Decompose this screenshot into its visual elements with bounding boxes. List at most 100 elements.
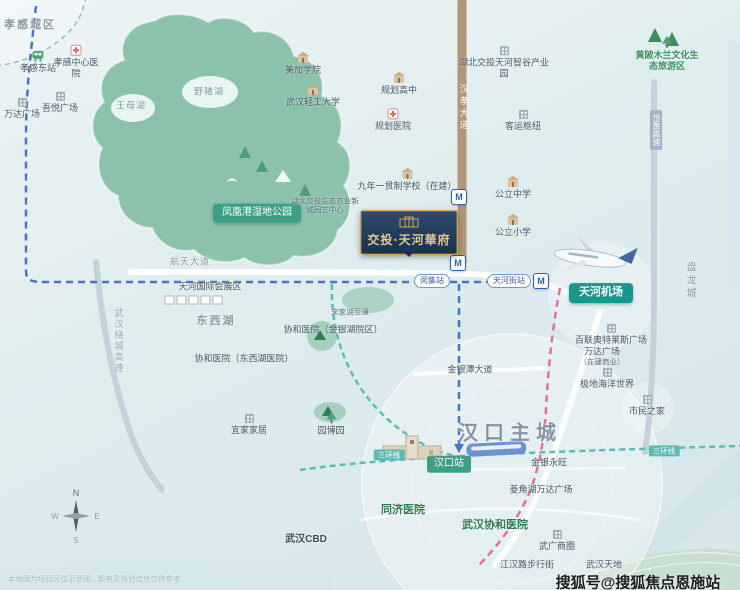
sohu-watermark-text: 搜狐号@搜狐焦点恩施站 — [555, 574, 721, 590]
metro-logo: M — [533, 273, 549, 289]
road-daihuang-expressway-text: 岱黄高速 — [652, 114, 661, 146]
road-raocheng-expressway: 武汉绕城高速 — [112, 308, 124, 374]
poi-wuyue-plaza: 吾悦广场 — [42, 90, 78, 114]
disclaimer-text-text: 本地图为项目区位示意图，距离及规划信息仅供参考 — [8, 574, 181, 584]
poi-jinyin-aeon-text: 金银永旺 — [530, 457, 568, 468]
poi-xiehe-jinyinhu-text: 协和医院（金银湖院区） — [283, 324, 383, 335]
school-icon — [306, 83, 320, 96]
station-minji[interactable]: 闵集站 — [414, 274, 450, 288]
poi-fenghuanggang-wetland-park[interactable]: 凤凰港湿地公园 — [213, 203, 301, 223]
road-jinyintan-avenue-text: 金银潭大道 — [447, 364, 493, 375]
area-panlongcheng-text: 盘龙城 — [684, 261, 696, 301]
poi-meijia-college: 美加学院 — [285, 51, 321, 76]
xiaogan-boundary — [0, 0, 86, 67]
school-icon — [506, 175, 520, 188]
river-bands — [0, 40, 740, 590]
lake-wangmu-text: 王母湖 — [115, 100, 147, 111]
poi-jinyin-aeon: 金银永旺 — [531, 457, 567, 468]
poi-jianghan-road: 江汉路步行街 — [500, 559, 554, 570]
poi-polar-ocean-world-text: 极地海洋世界 — [579, 378, 635, 389]
poi-public-primary-school: 公立小学 — [494, 213, 532, 238]
poi-tianhe-expo-area-text: 天河国际会展区 — [178, 281, 242, 292]
building-icon — [15, 96, 28, 108]
property-marker[interactable]: 交投·天河華府 — [360, 210, 458, 257]
building-icon — [604, 322, 617, 334]
poi-fenghuanggang-wetland-park-text: 凤凰港湿地公园 — [222, 206, 292, 218]
poi-ikea: 宜家家居 — [231, 412, 267, 436]
rail-line-blue — [24, 5, 548, 444]
area-mulan-eco-tourism-text: 黄陂木兰文化生态旅游区 — [635, 49, 699, 71]
road-hangtian-avenue: 航天大道 — [170, 256, 210, 267]
poi-jianghan-road-text: 江汉路步行街 — [499, 559, 555, 570]
poi-tongji-hospital: 同济医院 — [381, 503, 425, 517]
station-hankou[interactable]: 汉口站 — [427, 455, 471, 473]
school-icon — [506, 213, 520, 226]
poi-public-primary-school-text: 公立小学 — [494, 226, 532, 237]
area-hankou-main-city: 汉口主城 — [458, 422, 562, 447]
area-wuhan-cbd-text: 武汉CBD — [285, 533, 327, 545]
metro-logo: M — [450, 255, 466, 271]
poi-xiaogan-central-hospital-text: 孝感中心医院 — [53, 57, 99, 79]
poi-xiehe-dongxihu-text: 协和医院（东西湖医院） — [194, 353, 294, 364]
poi-wuhan-tiandi: 武汉天地 — [586, 559, 622, 570]
poi-planned-hospital-text: 规划医院 — [374, 120, 412, 131]
poi-wuguang-district: 武广商圈 — [539, 528, 575, 552]
metro-logo-letter: M — [537, 276, 545, 286]
building-icon — [498, 44, 511, 56]
poi-wuhan-xiehe-hospital: 武汉协和医院 — [462, 518, 528, 532]
poi-xiaogan-east-station-text: 孝感东站 — [19, 62, 57, 73]
compass: N W E S — [50, 486, 102, 551]
poi-nine-year-school-text: 九年一贯制学校（在建） — [357, 180, 457, 191]
train-icon — [31, 50, 45, 62]
white-roads — [127, 269, 642, 568]
poi-lingjiaohu-wanda: 菱角湖万达广场 — [509, 484, 572, 495]
road-daihuang-expressway: 岱黄高速 — [650, 110, 662, 150]
poi-tongji-hospital-text: 同济医院 — [381, 503, 425, 517]
poi-citizens-home: 市民之家 — [629, 393, 665, 417]
expo-center-buildings — [164, 295, 223, 305]
metro-logo: M — [451, 189, 467, 205]
poi-bailian-outlets-text: 百联奥特莱斯广场 — [574, 334, 648, 345]
station-hankou-text: 汉口站 — [434, 457, 464, 469]
school-icon — [296, 51, 310, 64]
poi-passenger-hub-text: 客运枢纽 — [504, 120, 542, 131]
compass-s: S — [73, 536, 78, 545]
poi-planned-highschool: 规划高中 — [380, 71, 418, 96]
area-dongxihu: 东西湖 — [197, 315, 236, 329]
poi-tianhe-airport-text: 天河机场 — [579, 286, 623, 299]
building-icon — [516, 108, 529, 120]
area-panlongcheng: 盘龙城 — [683, 261, 696, 301]
poi-ikea-text: 宜家家居 — [230, 424, 268, 435]
poi-wuhan-xiehe-hospital-text: 武汉协和医院 — [462, 518, 528, 532]
building-icon — [53, 90, 66, 102]
poi-xiaogan-east-station: 孝感东站 — [20, 50, 56, 74]
poi-zhigu-industry-park-text: 湖北交投天河智谷产业园 — [458, 57, 549, 79]
station-tianhejie[interactable]: 天河街站 — [487, 274, 531, 288]
tree-icon — [661, 35, 673, 49]
poi-public-middle-school-text: 公立中学 — [494, 188, 532, 199]
area-wuhan-cbd: 武汉CBD — [285, 534, 327, 547]
poi-wanda-under-construction-text: （在建商业） — [579, 357, 625, 367]
lake-wangmu: 王母湖 — [116, 100, 146, 111]
building-icon — [242, 412, 255, 424]
poi-wanda-under-construction: （在建商业） — [580, 357, 625, 366]
poi-garden-expo-park: 园博园 — [317, 411, 345, 436]
lake-yezhu-text: 野猪湖 — [193, 86, 225, 97]
poi-polar-ocean-world: 极地海洋世界 — [580, 366, 634, 390]
poi-zhigu-industry-park: 湖北交投天河智谷产业园 — [456, 44, 552, 80]
area-xiaogan: 孝感城区 — [4, 19, 56, 33]
compass-cross — [62, 513, 90, 519]
poi-tianhe-expo-area: 天河国际会展区 — [178, 281, 241, 292]
road-jinyintan-avenue: 金银潭大道 — [447, 364, 492, 375]
poi-planned-highschool-text: 规划高中 — [380, 84, 418, 95]
poi-garden-expo-park-text: 园博园 — [317, 425, 345, 436]
poi-wanda-plaza-north-text: 万达广场 — [583, 346, 621, 357]
building-icon — [600, 366, 613, 378]
poi-tianhe-airport[interactable]: 天河机场 — [569, 283, 633, 303]
poi-lingjiaohu-wanda-text: 菱角湖万达广场 — [509, 484, 573, 495]
poi-songjiahu-interchange-text: 宋家湖互通 — [331, 307, 369, 317]
poi-wuyue-plaza-text: 吾悦广场 — [41, 102, 79, 113]
expressway-roads — [93, 79, 657, 493]
compass-n: N — [73, 488, 80, 498]
